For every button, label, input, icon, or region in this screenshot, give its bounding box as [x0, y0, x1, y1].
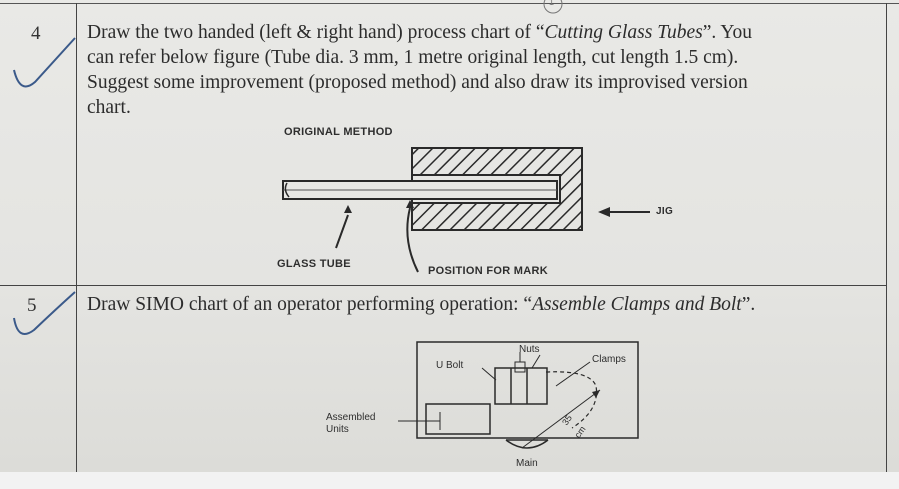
question-number: 5 [27, 295, 37, 316]
clamps-pointer [555, 361, 591, 387]
work-table [416, 341, 639, 439]
mark-position-pointer [406, 207, 419, 273]
jig-arrow-head [598, 207, 610, 217]
viewer-bottom-bar [0, 472, 899, 489]
question-line: can refer below figure (Tube dia. 3 mm, … [87, 47, 739, 68]
u-bolt-pointer [481, 367, 497, 381]
reach-dimension-arrow [592, 390, 600, 398]
page-number-circle [543, 0, 563, 14]
table-row-divider [0, 285, 886, 286]
nuts-label: Nuts [519, 344, 540, 355]
clamps-label: Clamps [592, 354, 626, 365]
u-bolt-label: U Bolt [436, 360, 464, 371]
table-right-border [886, 3, 887, 472]
reach-dimension-line [521, 389, 601, 449]
assembled-units-label: Assembled Units [326, 412, 376, 435]
glass-tube-pointer-head [344, 205, 352, 213]
nuts-bin [494, 367, 548, 405]
question-text: Draw the two handed (left & right hand) … [87, 20, 887, 120]
nut-part [514, 361, 526, 373]
question-text: Draw SIMO chart of an operator performin… [87, 294, 756, 315]
figure-title: ORIGINAL METHOD [284, 126, 393, 138]
page-number-marker: 1 [549, 0, 555, 7]
mark-position-label: POSITION FOR MARK [428, 265, 548, 277]
assembled-units-box [425, 403, 491, 435]
operator-seat [505, 439, 549, 449]
glass-tube-label: GLASS TUBE [277, 258, 351, 270]
question-number: 4 [31, 23, 41, 44]
tick-mark-q5 [13, 291, 76, 335]
jig-label: JIG [656, 206, 674, 217]
main-label: Main [516, 458, 538, 469]
nuts-pointer [531, 354, 541, 369]
question-line: Suggest some improvement (proposed metho… [87, 72, 748, 93]
question-line: chart. [87, 97, 131, 118]
document-page [0, 0, 899, 472]
glass-tube-end [284, 182, 290, 198]
question-line: Draw the two handed (left & right hand) … [87, 22, 753, 43]
tick-mark-q4 [13, 37, 76, 88]
glass-tube-pointer [335, 214, 349, 249]
reach-arc [545, 371, 598, 429]
mark-position-pointer-head [406, 200, 414, 208]
table-column-divider [76, 3, 77, 472]
table-top-border [0, 3, 899, 4]
